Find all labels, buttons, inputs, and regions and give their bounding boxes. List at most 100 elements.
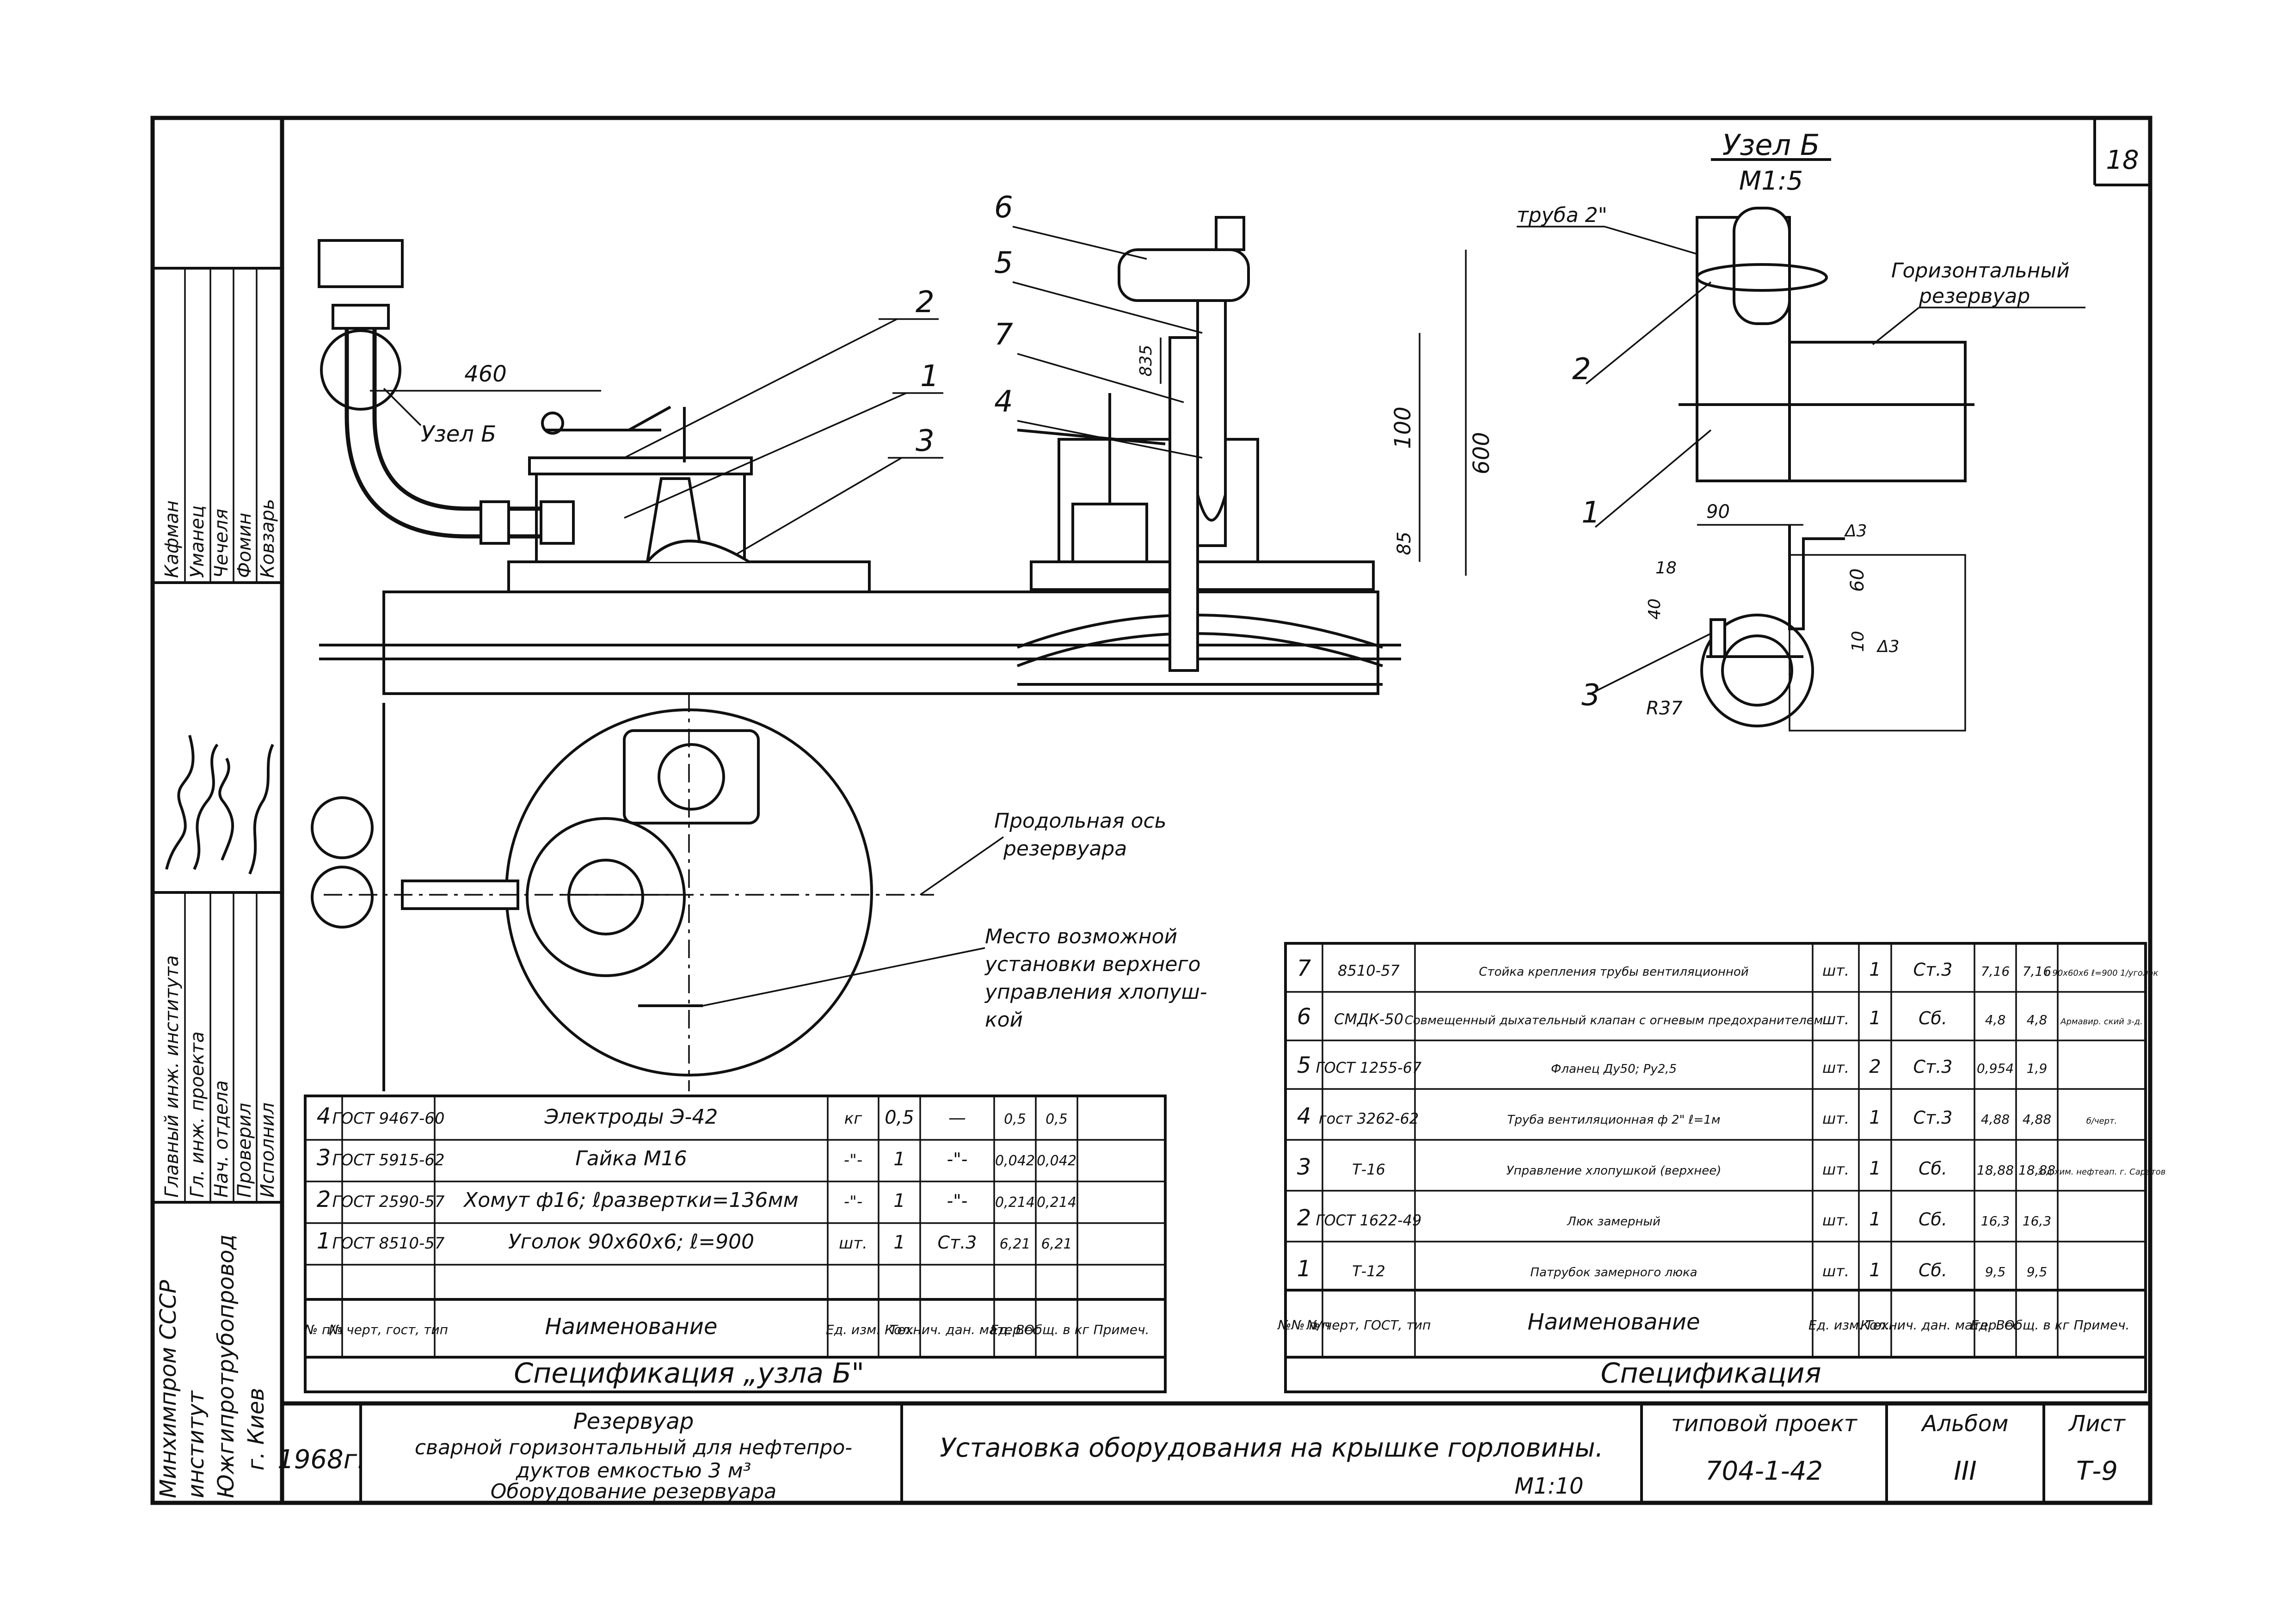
title-year: 1968г.: [277, 1445, 365, 1475]
spec-right-header-c1: № черт, ГОСТ, тип: [1306, 1317, 1431, 1333]
dim-40: 40: [1645, 598, 1664, 620]
spec-left-cell-r2-c2: Хомут ф16; ℓразвертки=136мм: [463, 1188, 799, 1212]
spec-right-cell-r6-c3: шт.: [1822, 1262, 1849, 1280]
spec-right-cell-r0-c3: шт.: [1822, 962, 1849, 979]
spec-right-cell-r4-c7: 18,88: [2018, 1163, 2055, 1178]
stamp-org-2: институт: [183, 1390, 209, 1498]
drawing-title: Установка оборудования на крышке горлови…: [940, 1433, 1603, 1463]
spec-right-cell-r2-c3: шт.: [1822, 1059, 1849, 1077]
spec-right-cell-r0-c6: 7,16: [1981, 964, 2010, 979]
spec-right-cell-r2-c1: ГОСТ 1255-67: [1316, 1059, 1422, 1077]
node-b-callout-1: 1: [1581, 496, 1600, 530]
spec-right-cell-r5-c6: 16,3: [1981, 1213, 2010, 1229]
spec-right-cell-r6-c4: 1: [1869, 1260, 1881, 1281]
spec-right-caption: Спецификация: [1600, 1357, 1821, 1390]
spec-right-cell-r3-c1: гост 3262-62: [1319, 1110, 1419, 1127]
spec-right-cell-r4-c1: Т-16: [1352, 1161, 1385, 1178]
spec-right-cell-r0-c2: Стойка крепления трубы вентиляционной: [1479, 965, 1748, 979]
stamp-org-1: Минхимпром СССР: [155, 1280, 181, 1498]
spec-right-cell-r2-c0: 5: [1297, 1052, 1311, 1078]
spec-right-cell-r0-c4: 1: [1869, 959, 1881, 980]
pipe-label: труба 2": [1517, 203, 1607, 227]
spec-right-cell-r3-c6: 4,88: [1981, 1112, 2010, 1127]
spec-right-cell-r2-c5: Ст.3: [1913, 1057, 1953, 1077]
object-line-2: сварной горизонтальный для нефтепро-: [415, 1436, 852, 1459]
spec-right-cell-r1-c2: Совмещенный дыхательный клапан с огневым…: [1405, 1014, 1823, 1027]
spec-left-cell-r1-c1: ГОСТ 5915-62: [332, 1151, 444, 1169]
spec-right-cell-r3-c5: Ст.3: [1913, 1107, 1953, 1128]
spec-left-cell-r1-c2: Гайка М16: [575, 1147, 687, 1170]
stamp-org-4: г. Киев: [243, 1388, 269, 1470]
project-number: 704-1-42: [1705, 1456, 1823, 1486]
plan-view-top: 460 Узел Б 2 1 3: [318, 239, 1401, 695]
place-label-4: кой: [985, 1008, 1023, 1032]
spec-left-cell-r0-c3: кг: [844, 1109, 863, 1128]
spec-right-cell-r4-c3: шт.: [1822, 1161, 1849, 1178]
spec-right-cell-r1-c5: Сб.: [1919, 1008, 1947, 1028]
spec-right-cell-r1-c4: 1: [1869, 1008, 1881, 1029]
spec-left-cell-r3-c5: Ст.3: [938, 1232, 977, 1253]
stamp-name-3: Чечеля: [211, 509, 232, 578]
album-label: Альбом: [1921, 1411, 2009, 1437]
tank-label-1: Горизонтальный: [1891, 259, 2070, 283]
spec-right-header-c5: Технич. дан. матер.: [1865, 1317, 2001, 1333]
spec-right-cell-r4-c8: З-д хим. нефтеап. г. Саратов: [2038, 1167, 2166, 1177]
dim-835: 600: [1469, 432, 1494, 474]
dim-90: 90: [1706, 501, 1730, 523]
spec-right-header-c3: Ед. изм.: [1808, 1317, 1863, 1333]
spec-right-header-c0: №№ п/п: [1277, 1317, 1330, 1333]
spec-left-header-c1: № черт, гост, тип: [328, 1322, 448, 1337]
title-block: 1968г. Резервуар сварной горизонтальный …: [277, 1401, 2150, 1503]
spec-right-cell-r6-c5: Сб.: [1919, 1260, 1947, 1280]
dim-100: 835: [1137, 345, 1156, 377]
spec-right-cell-r5-c0: 2: [1297, 1205, 1311, 1231]
stamp-name-5: Ковзарь: [257, 499, 278, 578]
node-b-callout-2: 2: [1572, 352, 1591, 387]
spec-left-cell-r3-c7: 6,21: [1041, 1236, 1072, 1252]
sheet-label: Лист: [2068, 1411, 2126, 1437]
spec-right-cell-r0-c7: 7,16: [2023, 964, 2051, 979]
spec-left-cell-r1-c3: -"-: [844, 1151, 862, 1169]
spec-right-cell-r0-c8: L 90х60х6 ℓ=900 1/уголок: [2045, 968, 2159, 978]
spec-right-cell-r3-c0: 4: [1297, 1103, 1311, 1129]
project-label: типовой проект: [1671, 1411, 1858, 1437]
spec-left-cell-r1-c4: 1: [893, 1149, 905, 1170]
spec-right-cell-r5-c4: 1: [1869, 1209, 1881, 1230]
spec-right-cell-r5-c3: шт.: [1822, 1212, 1849, 1229]
spec-left-cell-r3-c3: шт.: [839, 1234, 867, 1253]
spec-left-cell-r2-c3: -"-: [844, 1193, 862, 1211]
spec-right-cell-r2-c2: Фланец Ду50; Ру2,5: [1551, 1062, 1677, 1076]
spec-left-cell-r3-c6: 6,21: [1000, 1236, 1031, 1252]
node-b-label: Узел Б: [421, 421, 496, 447]
stamp-name-2: Уманец: [187, 505, 208, 578]
dim-85: 85: [1394, 532, 1415, 555]
spec-right-cell-r6-c1: Т-12: [1352, 1262, 1385, 1280]
dim-60: 60: [1847, 568, 1868, 592]
stamp-name-4: Фомин: [234, 513, 255, 578]
node-b-scale: М1:5: [1739, 166, 1803, 196]
spec-right-cell-r4-c2: Управление хлопушкой (верхнее): [1507, 1164, 1722, 1178]
spec-left-cell-r0-c4: 0,5: [885, 1107, 914, 1128]
spec-right-header-c7: Общ. в кг: [2005, 1317, 2070, 1333]
spec-right-cell-r5-c7: 16,3: [2023, 1213, 2051, 1229]
spec-right-cell-r3-c2: Труба вентиляционная ф 2" ℓ=1м: [1507, 1113, 1721, 1127]
spec-right-cell-r2-c6: 0,954: [1977, 1061, 2014, 1076]
spec-left-header-c2: Наименование: [545, 1314, 717, 1340]
spec-left-cell-r2-c1: ГОСТ 2590-57: [332, 1193, 444, 1211]
spec-left-cell-r1-c0: 3: [317, 1145, 331, 1171]
stamp-role-1: Главный инж. института: [161, 955, 183, 1198]
stamp-role-4: Проверил: [234, 1103, 255, 1198]
object-line-3: дуктов емкостью 3 м³: [516, 1459, 751, 1483]
spec-right-cell-r3-c8: б/черт.: [2086, 1116, 2117, 1126]
axis-label-2: резервуара: [1003, 837, 1127, 861]
spec-right-cell-r0-c0: 7: [1297, 955, 1311, 981]
node-b-detail: Узел Б М1:5 труба 2" Горизонтальный резе…: [1517, 128, 2085, 732]
node-b-callout-3: 3: [1581, 678, 1600, 713]
place-label-3: управления хлопуш-: [984, 980, 1207, 1004]
spec-right-cell-r5-c1: ГОСТ 1622-49: [1316, 1212, 1422, 1229]
spec-left-cell-r1-c7: 0,042: [1037, 1153, 1076, 1169]
